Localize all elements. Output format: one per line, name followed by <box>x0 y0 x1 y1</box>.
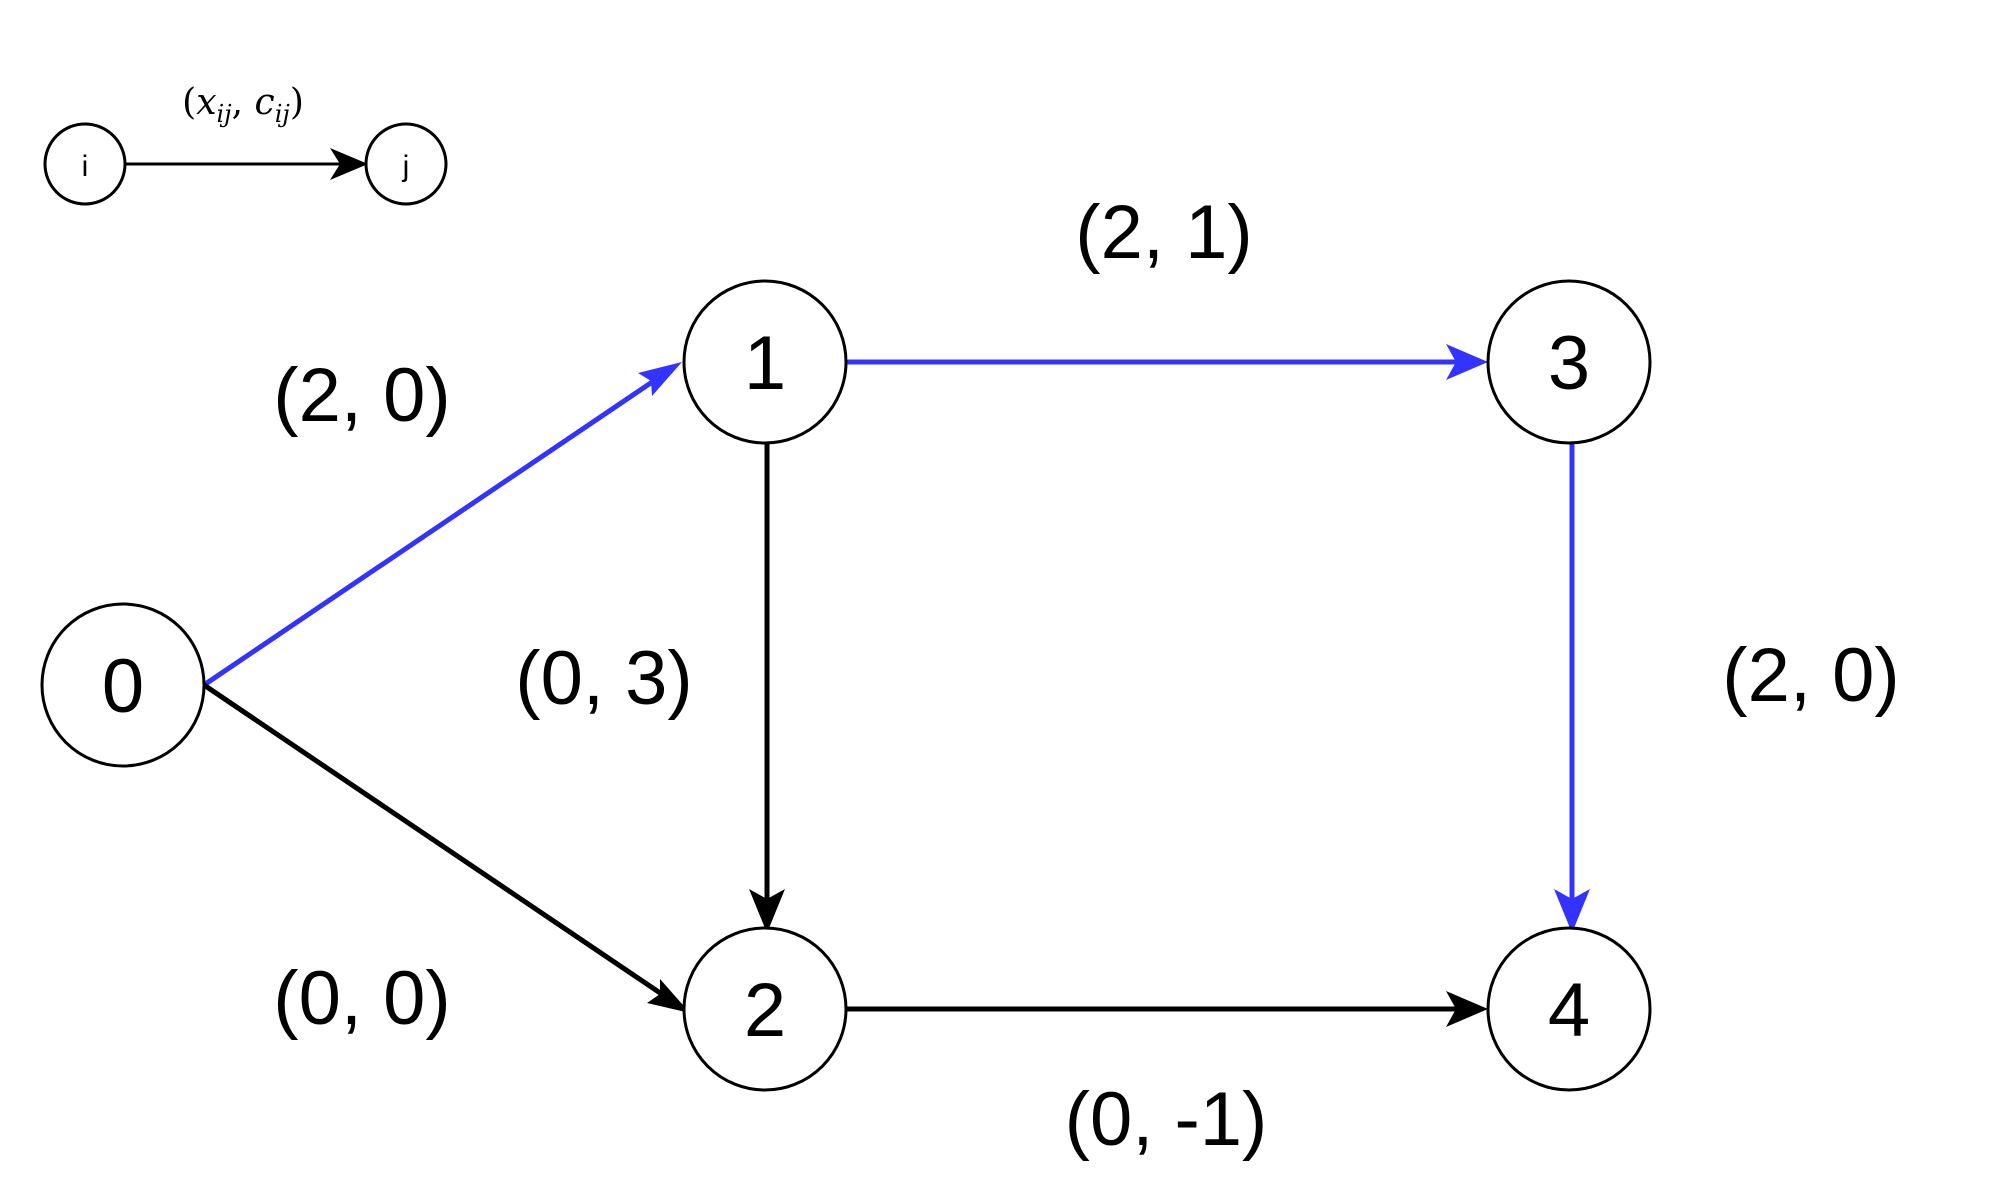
legend-c-subscript: ij <box>275 100 291 128</box>
edge-0-1: (2, 0) <box>202 353 682 688</box>
node-3-circle <box>1486 279 1652 445</box>
node-3-label: 3 <box>1548 321 1590 406</box>
edge-line-0-1 <box>202 371 666 688</box>
edge-arrowhead-1-3 <box>1446 344 1488 380</box>
legend-node-j-label: j <box>402 150 410 183</box>
edge-label-2-4: (0, -1) <box>1065 1077 1268 1162</box>
legend-x-subscript: ij <box>217 100 233 128</box>
edge-label-0-2: (0, 0) <box>273 956 450 1041</box>
edge-arrowhead-3-4 <box>1554 889 1590 933</box>
node-4-label: 4 <box>1548 968 1590 1053</box>
edge-2-4: (0, -1) <box>845 991 1488 1162</box>
legend-edge-label: (xij, cij) <box>182 82 304 128</box>
legend: i j (xij, cij) <box>43 82 448 206</box>
legend-node-j <box>364 122 448 206</box>
legend-node-i-label: i <box>82 150 89 183</box>
node-2: 2 <box>682 926 848 1092</box>
legend-c-symbol: c <box>255 82 275 123</box>
node-4-circle <box>1486 926 1652 1092</box>
nodes: 0 1 2 3 4 <box>40 279 1652 1092</box>
edge-arrowhead-0-1 <box>638 362 682 396</box>
node-0-circle <box>40 602 206 768</box>
edge-label-1-2: (0, 3) <box>515 636 692 721</box>
edge-0-2: (0, 0) <box>202 682 690 1041</box>
edge-arrowhead-2-4 <box>1446 991 1488 1027</box>
node-1-label: 1 <box>744 321 786 406</box>
node-1: 1 <box>682 279 848 445</box>
legend-node-i <box>43 122 127 206</box>
node-0: 0 <box>40 602 206 768</box>
edge-1-3: (2, 1) <box>845 190 1488 380</box>
node-1-circle <box>682 279 848 445</box>
node-3: 3 <box>1486 279 1652 445</box>
edges: (2, 0) (0, 0) (2, 1) (0, 3) (2, 0) (0, -… <box>202 190 1900 1162</box>
legend-comma: , <box>232 82 255 123</box>
edge-label-1-3: (2, 1) <box>1075 190 1252 275</box>
edge-line-0-2 <box>202 682 674 1004</box>
edge-arrowhead-0-2 <box>647 979 690 1013</box>
edge-arrowhead-1-2 <box>749 889 785 933</box>
node-2-circle <box>682 926 848 1092</box>
legend-arrowhead <box>330 148 368 180</box>
legend-close-paren: ) <box>290 82 304 123</box>
legend-x-symbol: x <box>196 82 216 123</box>
legend-open-paren: ( <box>182 82 196 123</box>
edge-3-4: (2, 0) <box>1554 443 1900 933</box>
edge-1-2: (0, 3) <box>515 443 785 933</box>
node-0-label: 0 <box>102 644 144 729</box>
edge-label-3-4: (2, 0) <box>1722 633 1899 718</box>
node-2-label: 2 <box>744 968 786 1053</box>
node-4: 4 <box>1486 926 1652 1092</box>
edge-label-0-1: (2, 0) <box>273 353 450 438</box>
